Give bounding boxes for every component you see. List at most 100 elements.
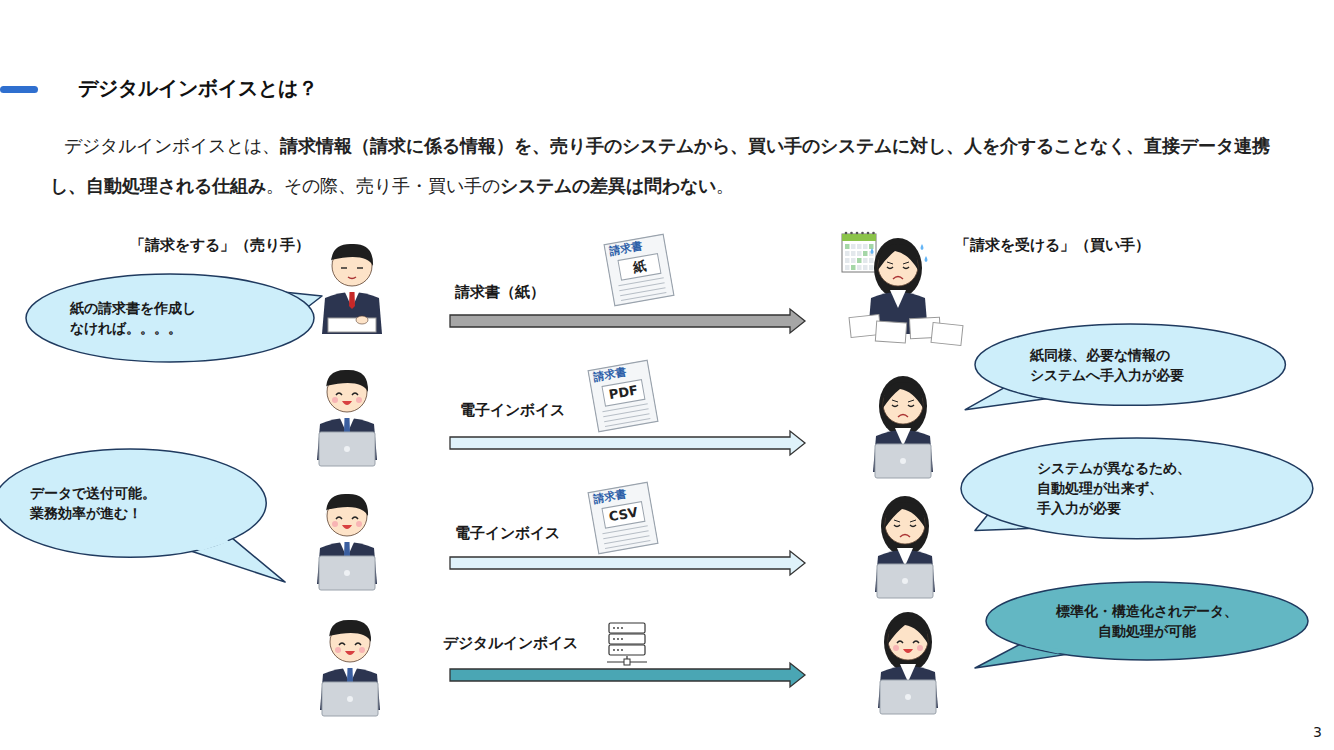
cheek (335, 647, 341, 653)
emphasis-text: システムの差異は問わない (500, 175, 716, 196)
flow-arrow (450, 431, 805, 455)
server-led (613, 627, 615, 629)
bubble-join (999, 513, 1038, 525)
sweat-drop (871, 248, 874, 254)
calendar-cell (863, 265, 868, 270)
bubble-text: システムが異なるため、 自動処理が出来ず、 手入力が必要 (1037, 458, 1237, 518)
calendar-cell (857, 251, 862, 256)
arrow-label: デジタルインボイス (443, 634, 578, 653)
cheek (917, 645, 923, 651)
bubble-text: 標準化・構造化されデータ、 自動処理が可能 (1047, 601, 1247, 641)
mouth (345, 651, 355, 655)
slide-title: デジタルインボイスとは？ (78, 75, 318, 102)
buyer-figure (875, 496, 935, 598)
eye (908, 405, 914, 407)
hair-bangs (888, 618, 928, 644)
speech-bubble: データで送付可能。 業務効率が進む！ (0, 448, 267, 558)
calendar-cell (851, 244, 856, 249)
paper-line (605, 419, 650, 427)
paper-box (602, 502, 645, 529)
paper-line (605, 541, 650, 549)
desk-paper (931, 322, 963, 345)
page-number: 3 (1313, 724, 1322, 740)
flow-arrow (450, 663, 805, 687)
desk-paper (328, 318, 376, 332)
eye (341, 267, 347, 268)
speech-bubble: システムが異なるため、 自動処理が出来ず、 手入力が必要 (960, 437, 1314, 540)
eye (352, 393, 358, 395)
calendar-cell (869, 258, 874, 263)
server-led (617, 649, 619, 651)
laptop (875, 444, 931, 478)
paper-line (602, 404, 647, 412)
laptop (880, 680, 936, 714)
server-port (624, 659, 630, 665)
mouth (903, 649, 913, 653)
eye (887, 267, 893, 269)
bubble-join (1010, 387, 1050, 398)
paper-line (604, 536, 649, 544)
hair (326, 370, 368, 392)
shirt (897, 548, 913, 566)
shirt (344, 290, 360, 308)
calendar-cell (869, 244, 874, 249)
eye (903, 267, 909, 269)
calendar-ring (867, 232, 870, 235)
paper-sheet (604, 234, 674, 305)
laptop-logo (902, 578, 908, 584)
calendar-cell (845, 265, 850, 270)
eyebrow (892, 400, 898, 402)
calendar-ring (845, 232, 848, 235)
paper-line (603, 409, 648, 417)
hair-back (884, 612, 932, 672)
calendar-cell (869, 265, 874, 270)
eye (339, 643, 345, 645)
sweat-drop (921, 244, 924, 250)
paper-box (618, 254, 661, 281)
paper-line (602, 526, 647, 534)
seller-figure (317, 494, 377, 590)
accent-bar (0, 86, 38, 93)
eye (894, 525, 900, 527)
role-label: 「請求をする」（売り手） (130, 236, 310, 255)
hand (356, 316, 368, 324)
cheek (356, 521, 362, 527)
hair-back (879, 376, 927, 436)
bubble-outline (26, 274, 314, 362)
tie (349, 292, 355, 309)
calendar-cell (851, 258, 856, 263)
role-label: 「請求を受ける」（買い手） (955, 236, 1150, 255)
bubble-shape (0, 448, 267, 558)
bubble-text: データで送付可能。 業務効率が進む！ (30, 483, 230, 523)
calendar-cell (851, 251, 856, 256)
mouth (348, 277, 356, 279)
sweat-drop (925, 256, 928, 262)
paper-line (619, 283, 664, 291)
server-led (621, 638, 623, 640)
eyebrow (894, 520, 900, 522)
laptop (319, 556, 375, 590)
calendar-ring (872, 232, 875, 235)
body-text: デジタルインボイスとは、 (64, 135, 280, 156)
bubble-text: 紙同様、必要な情報の システムへ手入力が必要 (1030, 345, 1230, 385)
shirt (339, 416, 355, 434)
hair-bangs (885, 502, 925, 528)
eyebrow (903, 262, 909, 264)
server-unit (609, 634, 645, 644)
definition-text: デジタルインボイスとは、請求情報（請求に係る情報）を、売り手のシステムから、買い… (50, 126, 1300, 206)
paper-line (604, 414, 649, 422)
calendar-header (842, 234, 876, 241)
bubble-outline (986, 582, 1308, 660)
cheek (356, 397, 362, 403)
laptop-logo (347, 696, 353, 702)
eyebrow (887, 262, 893, 264)
body-text: 。その際、売り手・買い手の (266, 175, 500, 196)
laptop-logo (900, 458, 906, 464)
eye (355, 643, 361, 645)
buyer-figure (849, 238, 963, 346)
server-icon (607, 623, 647, 665)
server-led (613, 649, 615, 651)
eye (336, 517, 342, 519)
mouth (342, 401, 352, 405)
calendar-sheet (842, 234, 876, 272)
